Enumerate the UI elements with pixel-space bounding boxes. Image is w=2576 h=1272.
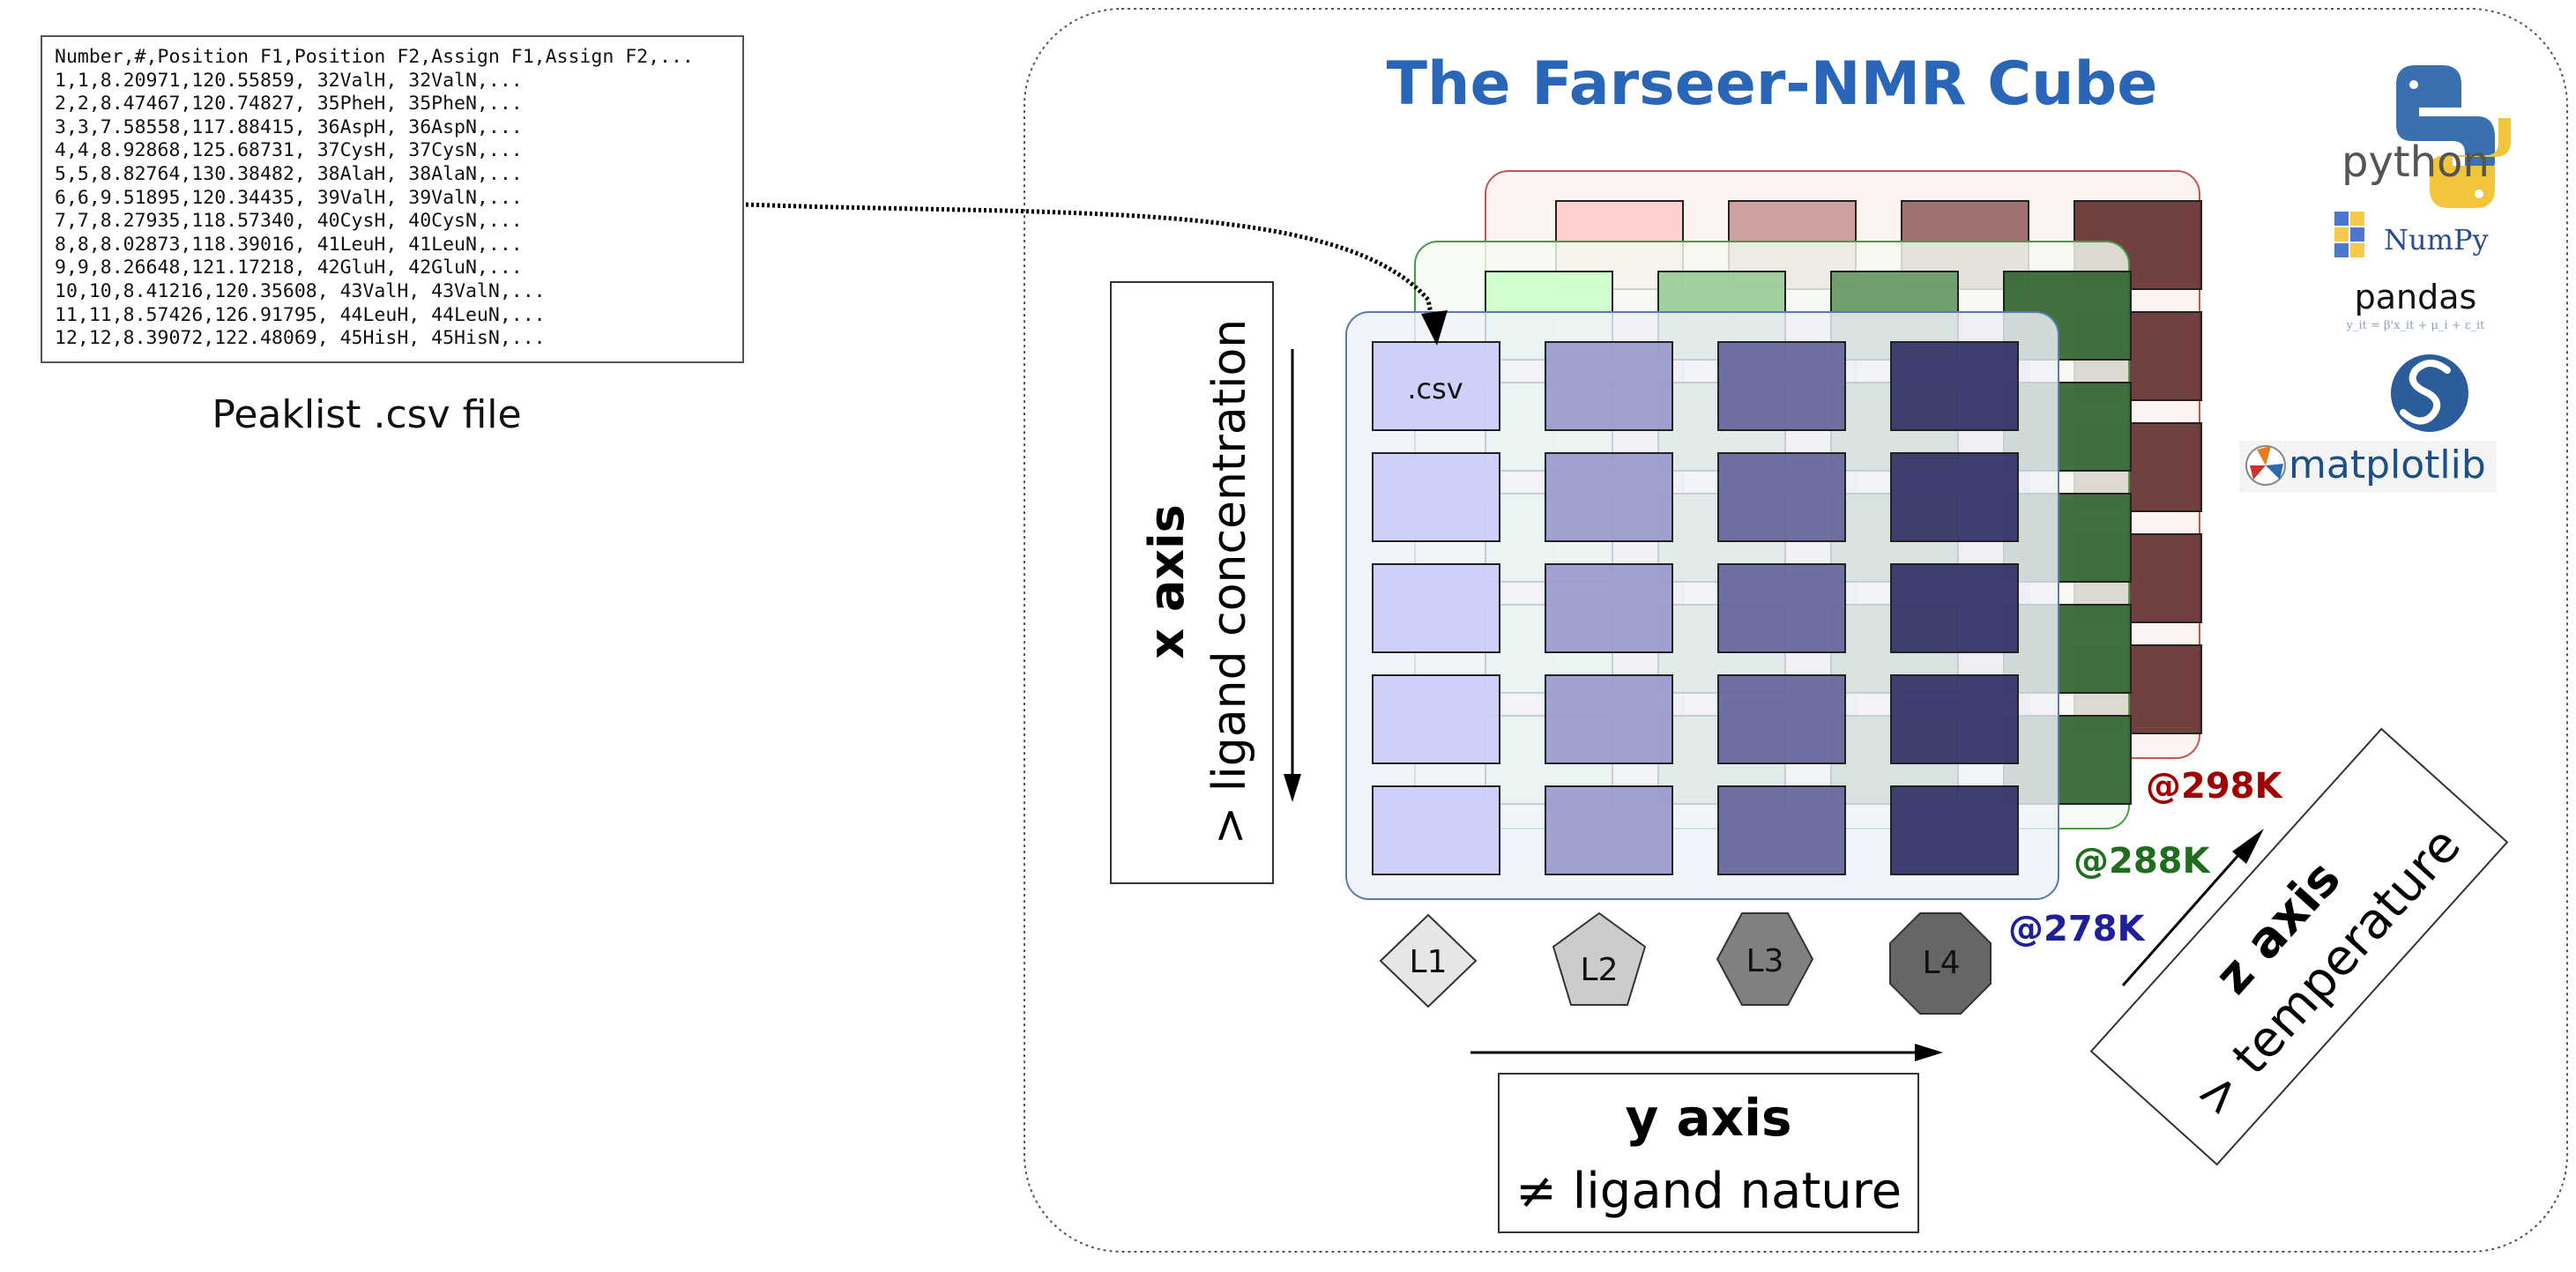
cube-tile-blue [1545,341,1673,431]
cube-tile-blue [1717,341,1846,431]
ligand-l2-label: L2 [1581,952,1619,988]
cube-tile-blue [1372,341,1500,431]
csv-line: 10,10,8.41216,120.35608, 43ValH, 43ValN,… [55,279,546,302]
peaklist-csv-box: Number,#,Position F1,Position F2,Assign … [41,35,744,363]
z-axis-arrow [2121,845,2248,986]
matplotlib-wordmark: matplotlib [2289,443,2486,487]
x-axis-subtitle: > ligand concentration [1203,319,1256,845]
ligand-l4-octagon [1889,912,1992,1015]
matplotlib-logo: matplotlib [2239,441,2497,492]
cube-tile-blue [1372,452,1500,542]
csv-line: 7,7,8.27935,118.57340, 40CysH, 40CysN,..… [55,210,523,233]
y-axis-title: y axis [1626,1088,1792,1148]
temp-label-288k: @288K [2073,841,2211,881]
python-wordmark: python [2341,138,2490,187]
csv-to-cube-arrow [745,202,1438,338]
cube-tile-blue [1717,563,1846,653]
ligand-l3-label: L3 [1746,943,1784,979]
ligand-l3-hexagon [1716,912,1814,1006]
numpy-logo: NumPy [2334,212,2489,257]
csv-line: 12,12,8.39072,122.48069, 45HisH, 45HisN,… [55,327,546,350]
cube-tile-blue [1372,563,1500,653]
cube-tile-blue [1717,785,1846,875]
pandas-formula: y_it = β'x_it + μ_i + ε_it [2346,319,2485,332]
cube-tile-blue [1545,785,1673,875]
csv-line: 11,11,8.57426,126.91795, 44LeuH, 44LeuN,… [55,303,546,326]
cube-tile-blue [1890,785,2019,875]
pandas-wordmark: pandas [2355,278,2477,316]
temp-label-298k: @298K [2146,766,2283,807]
layer-278k [1345,311,2059,900]
ligand-l1-label: L1 [1410,944,1448,980]
cube-tile-blue [1890,341,2019,431]
cube-tile-blue [1545,674,1673,764]
csv-line: 4,4,8.92868,125.68731, 37CysH, 37CysN,..… [55,139,523,162]
cube-title: The Farseer-NMR Cube [1387,49,2158,119]
csv-tile-label: .csv [1407,372,1463,405]
y-axis-subtitle: ≠ ligand nature [1515,1163,1902,1220]
temp-label-278k: @278K [2008,909,2146,949]
ligand-l1-diamond [1379,913,1478,1008]
scipy-logo [2391,354,2468,432]
csv-line: Number,#,Position F1,Position F2,Assign … [55,46,694,68]
csv-line: 2,2,8.47467,120.74827, 35PheH, 35PheN,..… [55,93,523,115]
csv-line: 8,8,8.02873,118.39016, 41LeuH, 41LeuN,..… [55,233,523,256]
python-snake-blue-icon [2396,65,2495,178]
cube-tile-blue [1545,563,1673,653]
cube-tile-blue [1717,674,1846,764]
cube-tile-blue [1890,452,2019,542]
layer-panel-blue [1345,311,2059,900]
ligand-l2-pentagon [1552,911,1647,1006]
python-logo: python [2341,65,2511,208]
cube-container [1024,8,2568,1253]
csv-line: 1,1,8.20971,120.55859, 32ValH, 32ValN,..… [55,69,523,92]
ligand-l4-label: L4 [1923,945,1961,981]
cube-tile-blue [1372,785,1500,875]
cube-tile-blue [1545,452,1673,542]
z-axis-arrowhead [2232,829,2264,864]
cube-tile-blue [1372,674,1500,764]
x-axis-arrowhead [1284,774,1301,802]
csv-arrow-head [1421,310,1448,346]
csv-line: 9,9,8.26648,121.17218, 42GluH, 42GluN,..… [55,257,523,279]
x-axis-box [1110,281,1274,884]
peaklist-caption: Peaklist .csv file [212,392,522,437]
pandas-logo: pandas y_it = β'x_it + μ_i + ε_it [2346,278,2485,332]
z-axis-box [2089,727,2509,1166]
y-axis-arrowhead [1915,1044,1943,1061]
python-snake-yellow-icon [2430,118,2511,208]
csv-line: 5,5,8.82764,130.38482, 38AlaH, 38AlaN,..… [55,162,523,185]
y-axis-box [1498,1073,1919,1233]
cube-tile-blue [1890,674,2019,764]
csv-line: 3,3,7.58558,117.88415, 36AspH, 36AspN,..… [55,115,523,138]
csv-line: 6,6,9.51895,120.34435, 39ValH, 39ValN,..… [55,186,523,209]
x-axis-title: x axis [1139,504,1195,659]
cube-tile-blue [1890,563,2019,653]
cube-tile-blue [1717,452,1846,542]
numpy-wordmark: NumPy [2384,223,2489,257]
